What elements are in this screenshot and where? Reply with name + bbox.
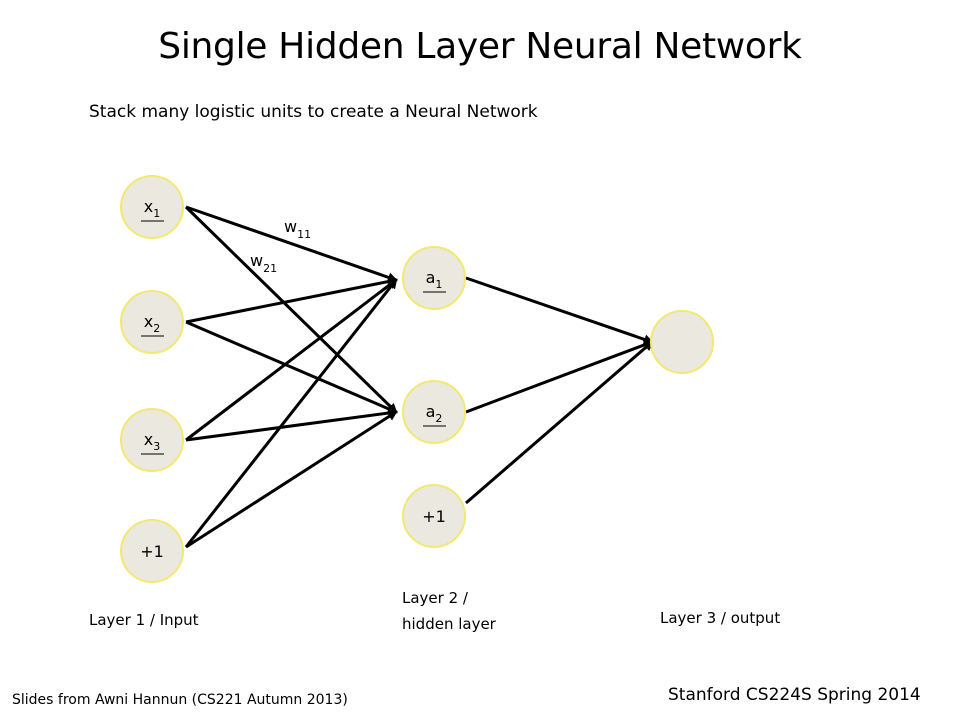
node-label-base: a (426, 402, 436, 421)
svg-text:x2: x2 (144, 312, 160, 335)
edge-bias2-output (465, 340, 654, 505)
slide-subtitle: Stack many logistic units to create a Ne… (89, 102, 538, 122)
edge-bias1-a2 (185, 410, 398, 549)
edge-x2-a2 (185, 320, 398, 414)
weight-label-w21: w21 (250, 251, 277, 275)
node-label-subscript: 2 (435, 412, 442, 425)
edge-a1-output (465, 276, 654, 345)
node-label: +1 (422, 507, 446, 526)
svg-text:a2: a2 (426, 402, 443, 425)
edge-a2-output (465, 340, 654, 414)
hidden-node-a2: a2 (402, 380, 466, 444)
hidden-bias-node: +1 (402, 484, 466, 548)
slide-credit: Slides from Awni Hannun (CS221 Autumn 20… (12, 692, 348, 708)
edge-bias1-a1 (184, 278, 398, 548)
layer3-label: Layer 3 / output (660, 609, 781, 627)
edge-x3-a2 (185, 408, 398, 442)
input-node-x3: x3 (120, 408, 184, 472)
hidden-node-a1: a1 (402, 246, 466, 310)
node-label-base: x (144, 430, 153, 449)
edge-x2-a1 (185, 276, 398, 324)
input-node-x1: x1 (120, 175, 184, 239)
weight-label-w11: w11 (284, 217, 311, 241)
node-label-subscript: 3 (153, 440, 160, 453)
input-node-x2: x2 (120, 290, 184, 354)
node-label-base: x (144, 197, 153, 216)
input-bias-node: +1 (120, 519, 184, 583)
slide-title: Single Hidden Layer Neural Network (158, 26, 802, 67)
edge-x3-a1 (185, 278, 398, 442)
node-label-subscript: 1 (153, 207, 160, 220)
svg-text:x3: x3 (144, 430, 160, 453)
layer2-label-line1: Layer 2 / (402, 589, 468, 607)
course-footer: Stanford CS224S Spring 2014 (668, 685, 921, 705)
output-node (650, 310, 714, 374)
svg-text:a1: a1 (426, 268, 443, 291)
edge-x1-a2 (184, 205, 398, 414)
svg-text:x1: x1 (144, 197, 160, 220)
node-label: +1 (140, 542, 164, 561)
node-label-subscript: 2 (153, 322, 160, 335)
edges-layer2-to-layer3 (465, 276, 654, 505)
node-label-base: x (144, 312, 153, 331)
layer2-label-line2: hidden layer (402, 615, 496, 633)
edge-x1-a1 (185, 205, 398, 283)
node-label-subscript: 1 (435, 278, 442, 291)
edges-layer1-to-layer2 (184, 205, 398, 549)
layer1-label: Layer 1 / Input (89, 611, 199, 629)
node-label-base: a (426, 268, 436, 287)
